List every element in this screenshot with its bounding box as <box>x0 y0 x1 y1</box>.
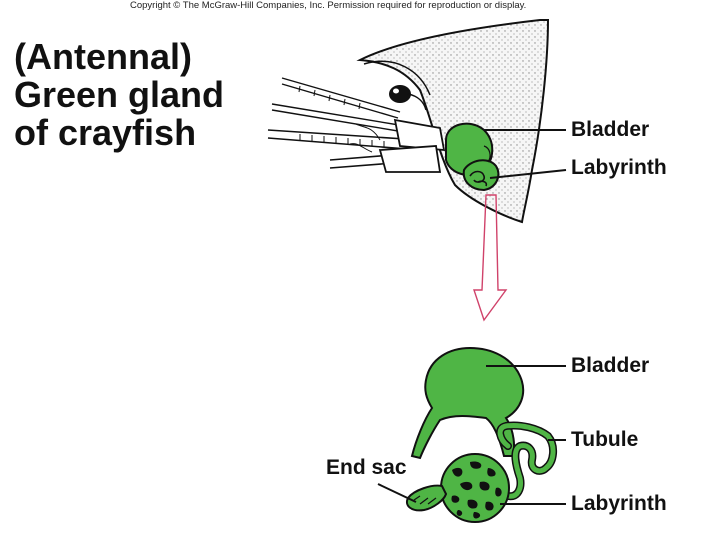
crayfish-head <box>356 19 550 224</box>
label-bottom-bladder: Bladder <box>571 354 650 377</box>
leader-end-sac <box>377 483 417 503</box>
label-bottom-labyrinth: Labyrinth <box>571 492 667 515</box>
enlargement-arrow <box>473 194 508 322</box>
leader-lines <box>377 129 567 505</box>
label-tubule: Tubule <box>571 428 639 451</box>
label-top-labyrinth: Labyrinth <box>571 156 667 179</box>
copyright-notice: Copyright © The McGraw-Hill Companies, I… <box>130 0 527 11</box>
leader-top-labyrinth <box>489 169 567 179</box>
label-top-bladder: Bladder <box>571 118 650 141</box>
bottom-green-gland <box>406 346 557 523</box>
top-green-gland <box>445 122 500 192</box>
title-line-1: (Antennal) <box>14 36 192 77</box>
label-end-sac: End sac <box>326 456 407 479</box>
title-line-2: Green gland <box>14 74 225 115</box>
antennae <box>267 77 446 173</box>
title-line-3: of crayfish <box>14 112 197 153</box>
eye-icon <box>389 85 411 103</box>
diagram-title: (Antennal) Green gland of crayfish <box>14 38 224 152</box>
